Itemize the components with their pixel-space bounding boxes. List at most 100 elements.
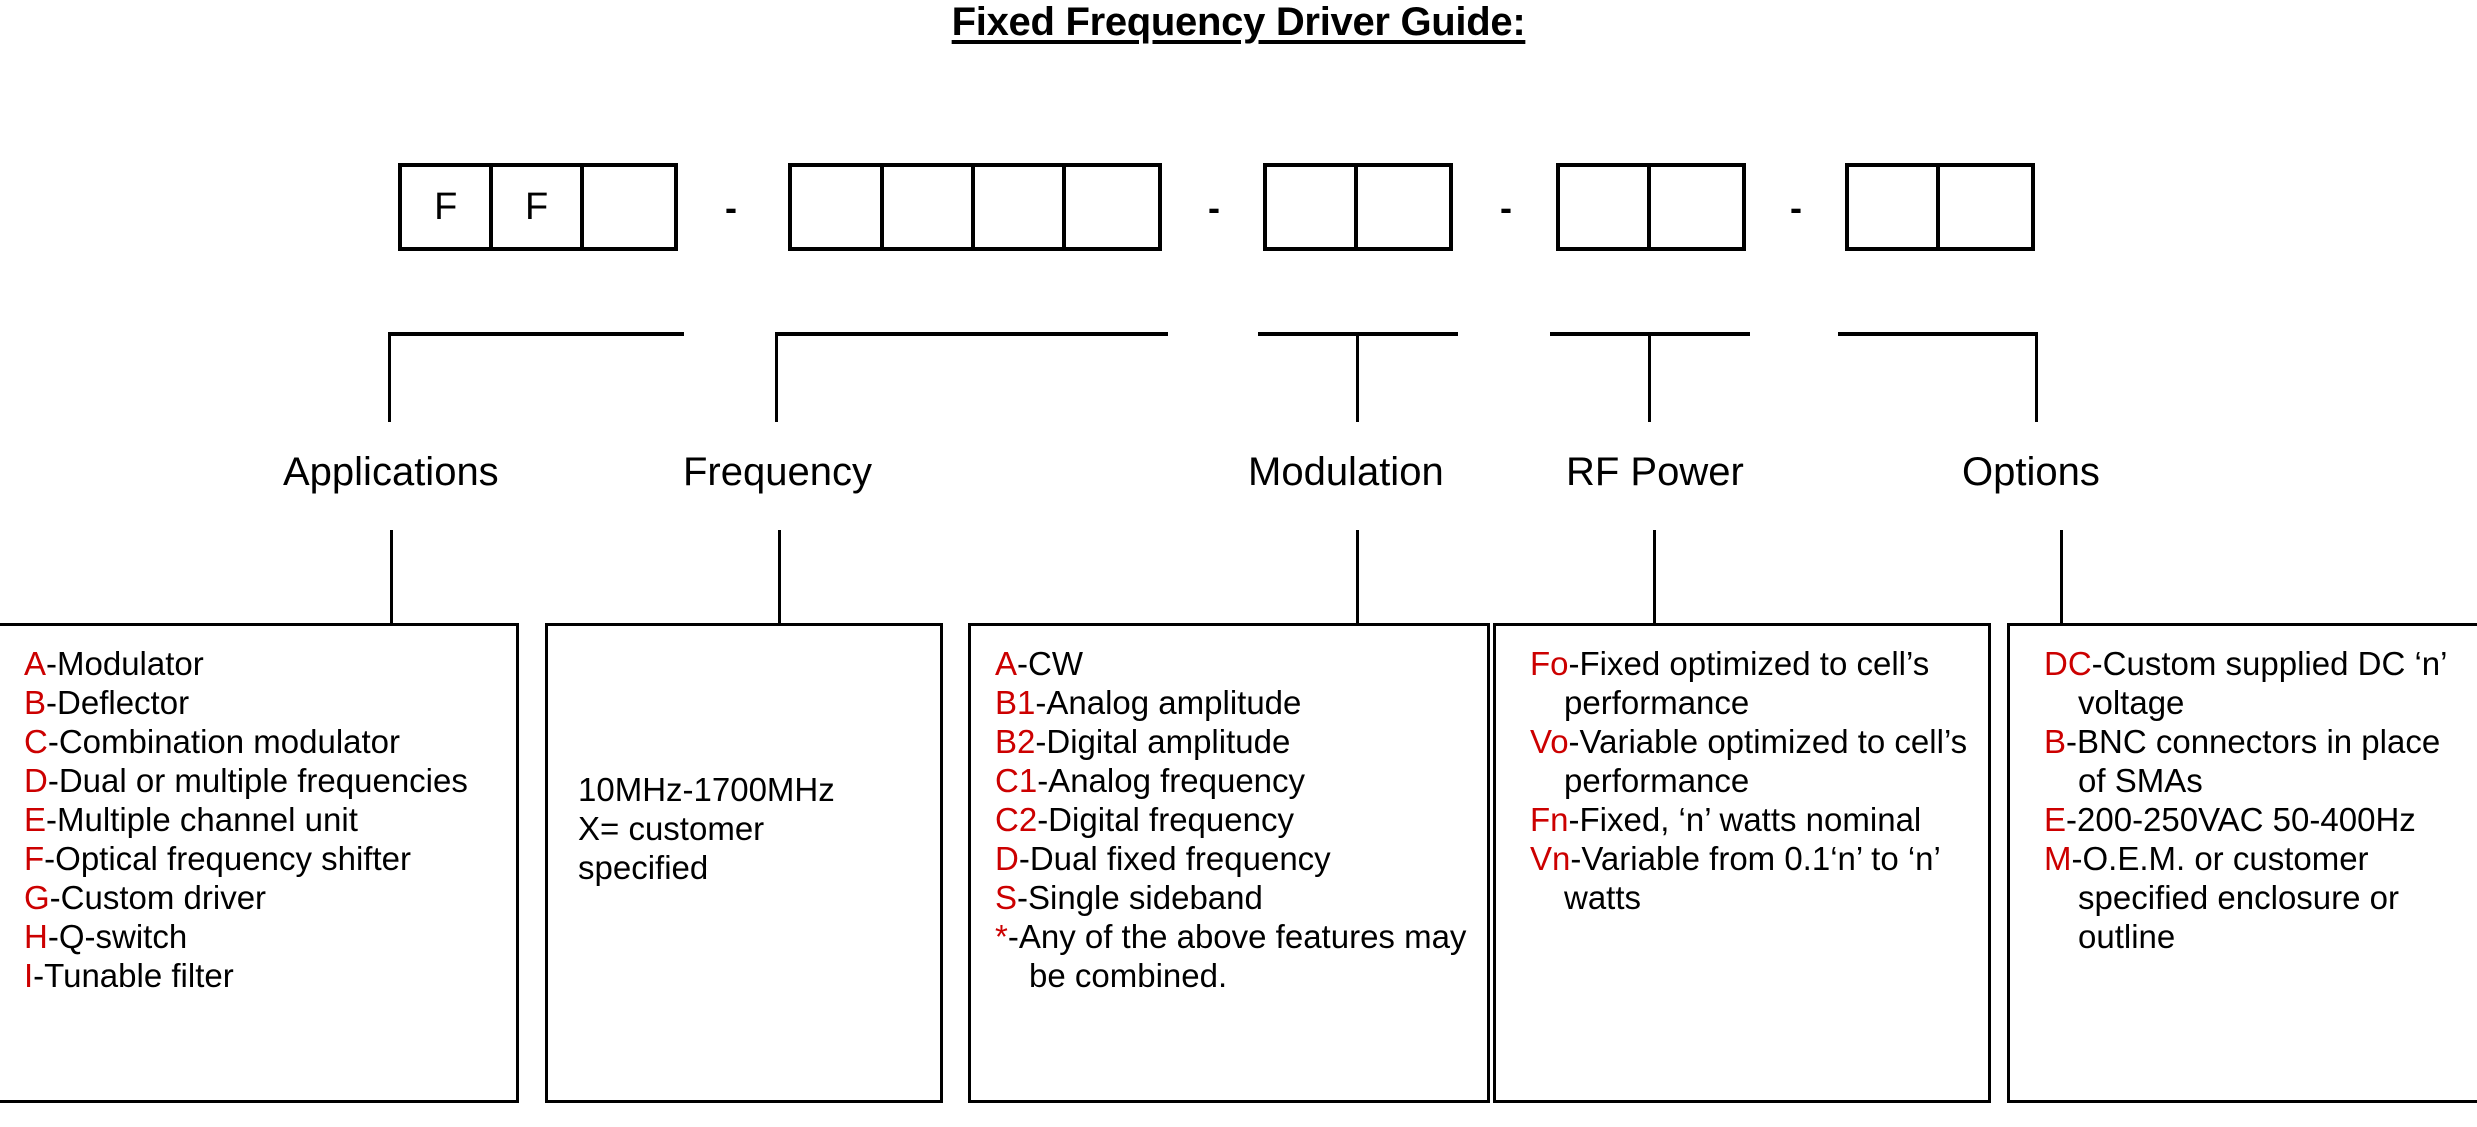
entry-text: -Digital frequency	[1037, 801, 1294, 838]
part-number-group-applications: F F	[398, 163, 678, 251]
stem-line-rf-power	[1653, 530, 1656, 625]
entry-text: -Multiple channel unit	[46, 801, 358, 838]
entry-code: H	[24, 918, 48, 955]
entry-text: -Custom driver	[49, 879, 267, 916]
entry-text: -Dual or multiple frequencies	[47, 762, 468, 799]
stem-line-applications	[390, 530, 393, 625]
bracket-line-frequency	[775, 332, 1168, 336]
pn-cell[interactable]	[1066, 167, 1158, 247]
pn-cell[interactable]	[975, 167, 1067, 247]
entry-code: Fn	[1530, 801, 1569, 838]
bracket-line-applications	[388, 332, 684, 336]
entry-text: -Tunable filter	[33, 957, 234, 994]
pn-cell[interactable]: F	[493, 167, 584, 247]
pn-cell[interactable]	[884, 167, 976, 247]
list-item: A-CW	[995, 644, 1477, 683]
entry-text: -Analog amplitude	[1035, 684, 1302, 721]
category-label-applications: Applications	[283, 450, 499, 494]
entry-code: Vo	[1530, 723, 1569, 760]
content-box-options: DC-Custom supplied DC ‘n’ voltage B-BNC …	[2007, 623, 2477, 1103]
part-number-group-modulation	[1263, 163, 1453, 251]
category-label-modulation: Modulation	[1248, 450, 1444, 494]
entry-code: D	[995, 840, 1019, 877]
list-item: E-Multiple channel unit	[24, 800, 506, 839]
content-box-rf-power: Fo-Fixed optimized to cell’s performance…	[1493, 623, 1991, 1103]
list-item: S-Single sideband	[995, 878, 1477, 917]
entry-code: C1	[995, 762, 1038, 799]
list-item: I-Tunable filter	[24, 956, 506, 995]
list-item: M-O.E.M. or customer specified enclosure…	[2044, 839, 2467, 956]
list-item: C-Combination modulator	[24, 722, 506, 761]
list-item: Vo-Variable optimized to cell’s performa…	[1530, 722, 1978, 800]
part-number-separator: -	[1500, 187, 1512, 228]
pn-cell[interactable]	[1651, 167, 1742, 247]
pn-cell[interactable]	[1267, 167, 1359, 247]
entry-text: -BNC connectors in place of SMAs	[2066, 723, 2441, 799]
frequency-line: 10MHz-1700MHz	[578, 771, 835, 808]
entry-text: -Dual fixed frequency	[1018, 840, 1331, 877]
frequency-line: specified	[578, 849, 709, 886]
entry-code: S	[995, 879, 1018, 916]
entry-code: B1	[995, 684, 1036, 721]
entry-text: -Q-switch	[47, 918, 188, 955]
entry-text: -Fixed optimized to cell’s performance	[1564, 645, 1930, 721]
list-item: G-Custom driver	[24, 878, 506, 917]
bracket-line-options	[1838, 332, 2038, 336]
pn-cell[interactable]	[1940, 167, 2031, 247]
category-label-frequency: Frequency	[683, 450, 872, 494]
entry-text: -Custom supplied DC ‘n’ voltage	[2078, 645, 2447, 721]
list-item: C2-Digital frequency	[995, 800, 1477, 839]
stem-line-modulation	[1356, 530, 1359, 625]
entry-code: G	[24, 879, 50, 916]
entry-text: -Variable from 0.1‘n’ to ‘n’ watts	[1564, 840, 1940, 916]
entry-text: -Modulator	[46, 645, 204, 682]
bracket-drop-modulation	[1356, 332, 1359, 422]
list-item: D-Dual fixed frequency	[995, 839, 1477, 878]
content-box-applications: A-Modulator B-Deflector C-Combination mo…	[0, 623, 519, 1103]
entry-text: -Variable optimized to cell’s performanc…	[1564, 723, 1968, 799]
entry-code: Fo	[1530, 645, 1569, 682]
list-item: B1-Analog amplitude	[995, 683, 1477, 722]
entry-text: -Digital amplitude	[1035, 723, 1291, 760]
part-number-separator: -	[1208, 187, 1220, 228]
list-item: DC-Custom supplied DC ‘n’ voltage	[2044, 644, 2467, 722]
page-title: Fixed Frequency Driver Guide:	[0, 0, 2477, 44]
page-title-text: Fixed Frequency Driver Guide:	[951, 0, 1526, 44]
pn-cell[interactable]	[1560, 167, 1652, 247]
list-item: E-200-250VAC 50-400Hz	[2044, 800, 2467, 839]
list-item: H-Q-switch	[24, 917, 506, 956]
pn-cell[interactable]	[1849, 167, 1941, 247]
entry-text: -O.E.M. or customer specified enclosure …	[2071, 840, 2400, 955]
entry-code: DC	[2044, 645, 2092, 682]
stem-line-frequency	[778, 530, 781, 625]
bracket-drop-frequency	[775, 332, 778, 422]
entry-code: M	[2044, 840, 2072, 877]
entry-code: I	[24, 957, 34, 994]
pn-cell[interactable]	[792, 167, 885, 247]
part-number-separator: -	[725, 187, 737, 228]
bracket-drop-options	[2035, 332, 2038, 422]
entry-code: B2	[995, 723, 1036, 760]
list-item: B-BNC connectors in place of SMAs	[2044, 722, 2467, 800]
pn-cell[interactable]: F	[402, 167, 494, 247]
entry-code: C2	[995, 801, 1038, 838]
list-item: F-Optical frequency shifter	[24, 839, 506, 878]
list-item: *-Any of the above features may be combi…	[995, 917, 1477, 995]
content-box-frequency: 10MHz-1700MHz X= customer specified	[545, 623, 943, 1103]
content-box-modulation: A-CW B1-Analog amplitude B2-Digital ampl…	[968, 623, 1490, 1103]
list-item: B-Deflector	[24, 683, 506, 722]
entry-text: -Fixed, ‘n’ watts nominal	[1568, 801, 1922, 838]
entry-code: E	[2044, 801, 2067, 838]
part-number-group-rf-power	[1556, 163, 1746, 251]
entry-code: C	[24, 723, 48, 760]
list-item: B2-Digital amplitude	[995, 722, 1477, 761]
entry-text: -Single sideband	[1017, 879, 1263, 916]
entry-text: -Optical frequency shifter	[44, 840, 411, 877]
pn-cell[interactable]	[1358, 167, 1449, 247]
entry-text: -Analog frequency	[1037, 762, 1306, 799]
list-item: Fn-Fixed, ‘n’ watts nominal	[1530, 800, 1978, 839]
stem-line-options	[2060, 530, 2063, 625]
pn-cell[interactable]	[584, 167, 674, 247]
part-number-group-options	[1845, 163, 2035, 251]
